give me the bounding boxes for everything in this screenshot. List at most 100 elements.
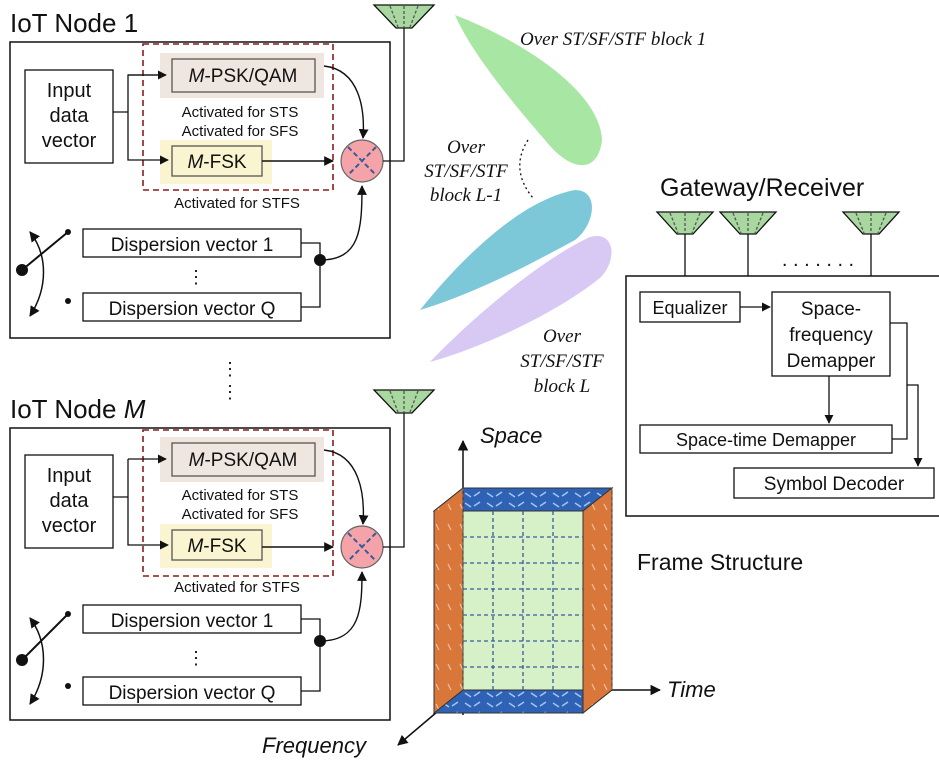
node1-modulation-group (142, 43, 334, 191)
nodeM-input-line3: vector (42, 515, 97, 537)
node1-fsk-outer (160, 140, 272, 184)
node1-bus-dot (314, 254, 326, 266)
cube-left-face (433, 486, 464, 715)
nodeM-switch-contact2 (65, 683, 71, 689)
node1-disp1-label: Dispersion vector 1 (111, 235, 274, 256)
nodeM-bus-dot (314, 635, 326, 647)
node1-input-line1: Input (47, 80, 92, 102)
node1-act-sts: Activated for STS (182, 104, 299, 121)
cube-back-edges (462, 488, 613, 690)
nodeM-act-sts: Activated for STS (182, 487, 299, 504)
nodeM-act-stfs: Activated for STFS (174, 579, 300, 596)
node1-psk-box (171, 58, 316, 93)
equalizer-box (639, 291, 741, 323)
nodeM-psk-outer (160, 437, 324, 482)
node1-dispq-label: Dispersion vector Q (109, 299, 276, 320)
gateway-antenna-2-icon (718, 211, 778, 276)
nodeM-act-sfs: Activated for SFS (182, 506, 299, 523)
nodeM-fsk-outer (160, 524, 272, 568)
sf-demapper-line3: Demapper (787, 351, 876, 372)
node1-disp-bus (301, 242, 321, 308)
axis-time-label: Time (667, 677, 716, 702)
nodeM-disp-dots: ⋮ (187, 648, 205, 668)
node-separator-dots: ⋮ (221, 359, 239, 379)
symbol-decoder-label: Symbol Decoder (764, 474, 905, 495)
node1-switch-contact1 (65, 229, 71, 235)
st-demapper-label: Space-time Demapper (676, 430, 856, 450)
axis-freq-label: Frequency (262, 733, 368, 758)
node1-disp-dots: ⋮ (187, 267, 205, 287)
node1-switch-arc (29, 231, 45, 317)
node1-input-box (24, 69, 114, 164)
st-demapper-box (639, 424, 893, 454)
gateway-antenna-3-icon (841, 211, 901, 276)
gateway-antenna-dots: . . . . . . . (782, 249, 854, 271)
beam-block-l1 (420, 190, 592, 310)
nodeM-disp-to-mixer (319, 571, 367, 642)
nodeM-psk-to-mixer (323, 449, 369, 525)
node1-switch-contact2 (65, 298, 71, 304)
node1-disp1-box (82, 228, 302, 258)
beam-block-1 (455, 15, 602, 166)
beam-l1-line3: block L-1 (430, 185, 502, 206)
node1-mixer-x (347, 146, 377, 176)
nodeM-mixer-x (347, 532, 377, 562)
node1-disp-to-mixer (319, 185, 367, 261)
sf-demapper-line1: Space- (801, 299, 861, 320)
node1-split-line (113, 74, 168, 160)
cube-right-face (582, 486, 613, 715)
nodeM-disp1-box (82, 604, 302, 634)
nodeM-input-line2: data (50, 490, 90, 512)
sf-to-decoder (890, 322, 923, 467)
nodeM-title: IoT Node M (10, 394, 146, 424)
node1-fsk-label: M-FSK (187, 152, 246, 173)
nodeM-switch-contact1 (65, 611, 71, 617)
nodeM-modulation-group (142, 429, 334, 577)
node1-act-sfs: Activated for SFS (182, 123, 299, 140)
nodeM-input-box (24, 454, 114, 549)
iot-node-m: IoT Node M Input data vector M-PSK/QAM A… (9, 389, 436, 721)
nodeM-split-line (113, 459, 168, 545)
sf-demapper-box (771, 291, 891, 377)
node1-antenna-dash (389, 5, 419, 28)
nodeM-switch-arm (21, 613, 69, 661)
nodeM-psk-box (171, 442, 316, 477)
node1-act-stfs: Activated for STFS (174, 195, 300, 212)
beam-1-label: Over ST/SF/STF block 1 (520, 29, 706, 50)
nodeM-switch-arc (29, 617, 45, 705)
node-separator-dots-2: ⋮ (221, 382, 239, 402)
node1-title: IoT Node 1 (10, 8, 138, 38)
node1-switch-arm (21, 231, 69, 271)
nodeM-antenna-dash (389, 390, 419, 413)
gateway-title: Gateway/Receiver (660, 174, 864, 202)
gateway-antenna-1-icon (655, 211, 715, 276)
node1-frame (9, 41, 391, 339)
cube-front-face (462, 510, 584, 691)
cube-grid (463, 511, 583, 690)
node1-dispq-box (82, 292, 302, 322)
frame-structure: Frame Structure Space Time Frequency (262, 423, 803, 758)
gateway-frame (625, 275, 939, 517)
node1-psk-label: M-PSK/QAM (189, 66, 298, 87)
beams: Over ST/SF/STF block 1 Over ST/SF/STF bl… (420, 15, 706, 397)
beam-l-line3: block L (534, 376, 590, 397)
iot-node-1: IoT Node 1 Input data vector M-PSK/QAM A… (9, 4, 436, 339)
nodeM-psk-label: M-PSK/QAM (189, 450, 298, 471)
beam-l-line1: Over (543, 326, 582, 347)
nodeM-disp1-label: Dispersion vector 1 (111, 611, 274, 632)
node1-mixer-to-antenna (383, 25, 405, 162)
node1-psk-to-mixer (323, 65, 369, 139)
beam-l1-line2: ST/SF/STF (424, 161, 508, 182)
node1-psk-outer (160, 53, 324, 98)
beam-l1-line1: Over (447, 137, 486, 158)
axis-space-label: Space (480, 423, 542, 448)
gateway: Gateway/Receiver . . . . . . . Equalizer… (625, 174, 939, 517)
nodeM-dispq-label: Dispersion vector Q (109, 683, 276, 704)
nodeM-disp-bus (301, 618, 321, 692)
equalizer-label: Equalizer (652, 298, 727, 318)
sf-demapper-line2: frequency (789, 325, 873, 346)
nodeM-frame (9, 427, 391, 721)
beam-block-l (430, 235, 612, 362)
beam-dotted-link (519, 139, 534, 199)
